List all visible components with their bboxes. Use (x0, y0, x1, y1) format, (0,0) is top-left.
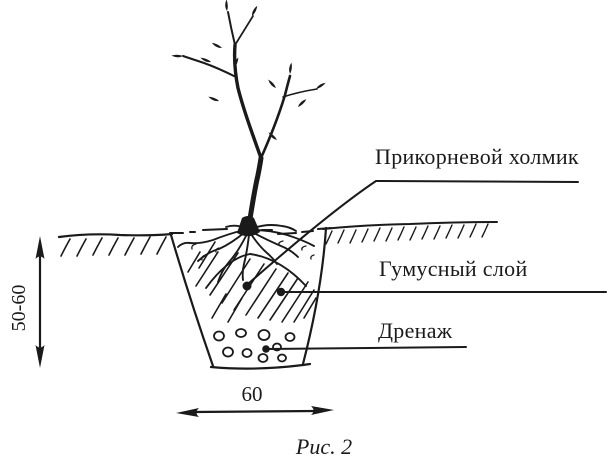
ground-surface-right (322, 221, 498, 245)
leader-line-mound (242, 180, 579, 291)
sapling-roots (177, 224, 315, 283)
sapling-leaves (171, 0, 326, 140)
pit-outline (169, 226, 328, 370)
leader-line-drainage (262, 345, 467, 353)
drainage-stones (213, 328, 296, 363)
depth-dimension-arrow (35, 236, 45, 368)
sapling-trunk (182, 11, 318, 237)
label-humus-layer: Гумусный слой (379, 256, 528, 281)
width-dimension-label: 60 (241, 382, 263, 406)
soil-texture-marks (191, 240, 315, 261)
depth-dimension-label: 50-60 (8, 284, 30, 332)
root-mound-arc (205, 253, 307, 289)
ground-surface-left (57, 232, 174, 257)
width-dimension-arrow (176, 406, 334, 417)
figure-caption: Рис. 2 (295, 434, 353, 459)
leader-line-humus (276, 287, 607, 297)
label-root-mound: Прикорневой холмик (375, 144, 579, 169)
label-drainage: Дренаж (378, 318, 453, 343)
